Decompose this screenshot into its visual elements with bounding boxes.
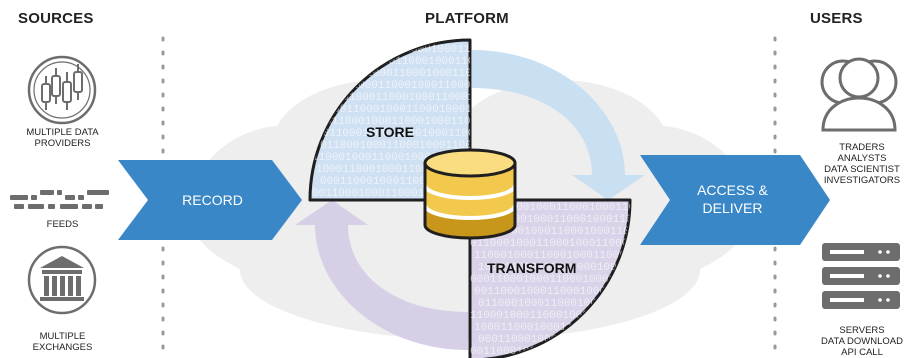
cycle-arrow-bottom — [295, 200, 468, 350]
binary-row: 1000110001000110001000110001000110001000… — [478, 262, 916, 274]
record-arrow — [118, 160, 302, 240]
access-label-line1: ACCESS & — [697, 182, 768, 198]
binary-row: 0011000100011000100011000100011000100011… — [316, 128, 844, 140]
database-icon — [423, 148, 517, 240]
user-roles-label: TRADERS ANALYSTS DATA SCIENTIST INVESTIG… — [808, 142, 916, 186]
binary-row: 1000110001000110001000110001000110001000… — [312, 44, 854, 56]
users-heading: USERS — [810, 10, 863, 27]
users-group-icon — [820, 57, 898, 132]
sources-heading: SOURCES — [18, 10, 94, 27]
server-label-api-call: API CALL — [841, 347, 883, 358]
candlestick-chart-icon — [27, 55, 97, 125]
server-label-data-download: DATA DOWNLOAD — [821, 336, 903, 347]
transform-label: TRANSFORM — [487, 260, 577, 276]
binary-row: 0110001000110001000110001000110001000110… — [470, 238, 916, 250]
user-role-investigators: INVESTIGATORS — [823, 175, 901, 186]
providers-label: MULTIPLE DATA PROVIDERS — [10, 127, 115, 149]
binary-row: 1100010001100010001100010001100010001100… — [316, 92, 831, 104]
binary-row: 0001100010001100010001100010001100010001… — [312, 116, 847, 128]
server-label-servers: SERVERS — [839, 325, 885, 336]
exchanges-label-line1: MULTIPLE — [39, 331, 86, 342]
providers-label-line2: PROVIDERS — [34, 138, 91, 149]
exchanges-label-line2: EXCHANGES — [32, 342, 93, 353]
binary-row: 0011000100011000100011000100011000100011… — [320, 68, 848, 80]
access-deliver-arrow — [640, 155, 830, 245]
binary-row: 1100010001100010001100010001100010001100… — [474, 250, 916, 262]
server-rack-icon — [822, 243, 900, 309]
binary-row: 1100010001100010001100010001100010001100… — [470, 310, 916, 322]
platform-heading: PLATFORM — [425, 10, 509, 27]
binary-row: 0011000100011000100011000100011000100011… — [478, 226, 916, 238]
feed-lines-icon — [10, 190, 109, 209]
binary-row: 0001100010001100010001100010001100010001… — [470, 274, 916, 286]
store-label: STORE — [366, 124, 414, 140]
providers-label-line1: MULTIPLE DATA — [26, 127, 99, 138]
record-label: RECORD — [182, 192, 243, 208]
cycle-arrow-top — [472, 50, 645, 200]
access-deliver-label: ACCESS & DELIVER — [665, 181, 800, 217]
binary-row: 0110001000110001000110001000110001000110… — [320, 140, 842, 152]
access-label-line2: DELIVER — [702, 200, 763, 216]
bank-building-icon — [27, 245, 97, 315]
user-role-analysts: ANALYSTS — [837, 153, 887, 164]
server-access-label: SERVERS DATA DOWNLOAD API CALL — [808, 325, 916, 358]
exchanges-label: MULTIPLE EXCHANGES — [10, 331, 115, 353]
binary-row: 1000110001000110001000110001000110001000… — [320, 104, 862, 116]
user-role-traders: TRADERS — [839, 142, 885, 153]
binary-row: 0011000100011000100011000100011000100011… — [474, 286, 916, 298]
feeds-label: FEEDS — [46, 219, 79, 230]
transform-quadrant — [468, 198, 632, 358]
user-role-data-scientist: DATA SCIENTIST — [824, 164, 900, 175]
